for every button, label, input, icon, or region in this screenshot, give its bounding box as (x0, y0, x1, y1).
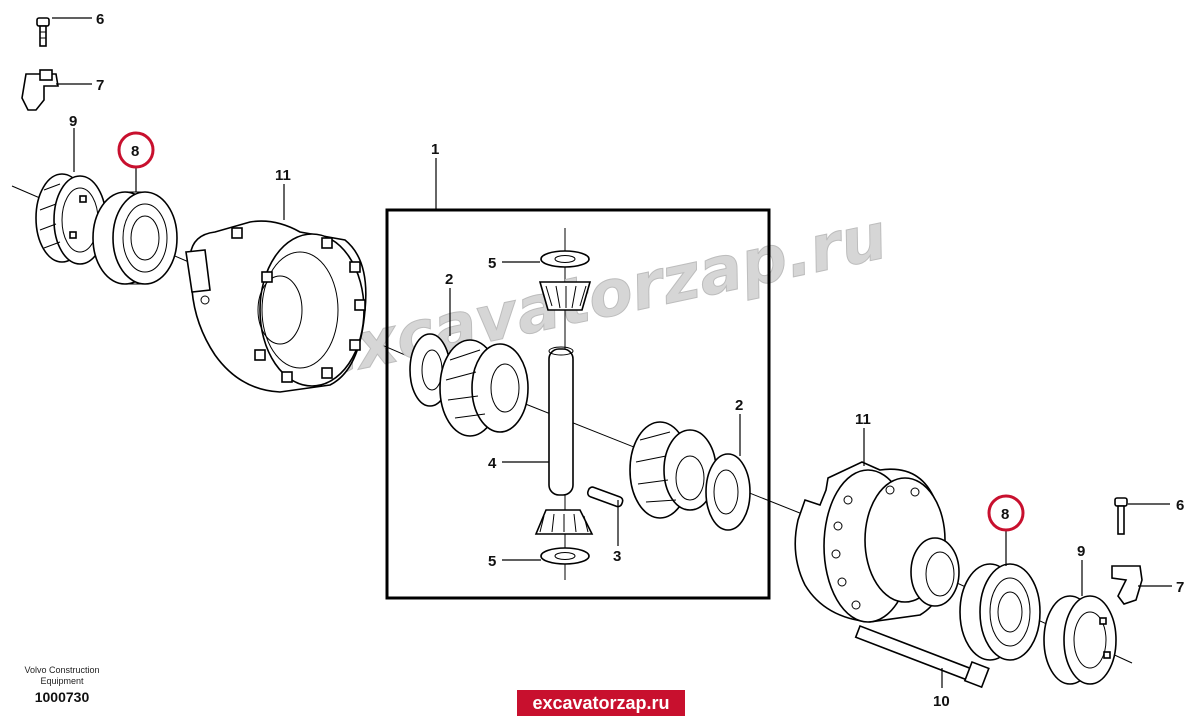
clip-part-7-top (21, 69, 59, 111)
callout-8-left: 8 (131, 143, 139, 160)
callout-1: 1 (431, 141, 439, 158)
company-line-1: Volvo Construction (24, 665, 99, 675)
callout-4: 4 (488, 455, 497, 472)
callout-10: 10 (933, 693, 950, 710)
callout-11-left: 11 (275, 167, 291, 184)
callout-3: 3 (613, 548, 621, 565)
differential-housing-part-11-right (794, 461, 960, 623)
side-gear-right (629, 421, 717, 519)
highlight-ring-part-8-left (117, 131, 155, 169)
callout-2-right: 2 (735, 397, 743, 414)
callout-5-top: 5 (488, 255, 496, 272)
side-gear-washer-part-2-right (705, 453, 751, 531)
bearing-part-8-left (92, 191, 178, 285)
side-gear-left (439, 339, 529, 437)
leader-lines (52, 17, 1172, 688)
callout-7-right: 7 (1176, 579, 1184, 596)
thrust-washer-part-5-top (540, 250, 590, 268)
callout-9-right: 9 (1077, 543, 1085, 560)
pin-part-3 (586, 486, 624, 508)
callout-5-bottom: 5 (488, 553, 496, 570)
bolt-part-6-right (1114, 497, 1128, 535)
kit-box-item-1 (385, 208, 771, 600)
callout-2-left: 2 (445, 271, 453, 288)
thrust-washer-part-5-bottom (540, 547, 590, 565)
callout-11-right: 11 (855, 411, 871, 428)
clip-part-7-right (1111, 565, 1143, 605)
bearing-part-8-right (959, 563, 1041, 661)
drawing-number: 1000730 (35, 689, 90, 705)
callout-7-top: 7 (96, 77, 104, 94)
bolt-part-10 (854, 624, 990, 689)
adjusting-nut-part-9-right (1043, 595, 1117, 685)
pinion-gear-top (538, 281, 592, 311)
callout-6-top: 6 (96, 11, 104, 28)
site-badge[interactable]: excavatorzap.ru (517, 690, 685, 716)
pinion-gear-bottom (534, 509, 594, 535)
callout-labels: 6 7 9 8 11 1 5 2 4 3 5 2 11 8 6 7 9 10 (69, 11, 1184, 710)
callout-6-right: 6 (1176, 497, 1184, 514)
differential-housing-part-11-left (185, 220, 367, 393)
callout-9-left: 9 (69, 113, 77, 130)
watermark: excavatorzap.ru (306, 200, 893, 394)
company-line-2: Equipment (40, 676, 84, 686)
bolt-part-6-top (36, 17, 50, 47)
highlight-ring-part-8-right (987, 494, 1025, 532)
cross-shaft-part-4 (548, 346, 574, 496)
callout-8-right: 8 (1001, 506, 1009, 523)
